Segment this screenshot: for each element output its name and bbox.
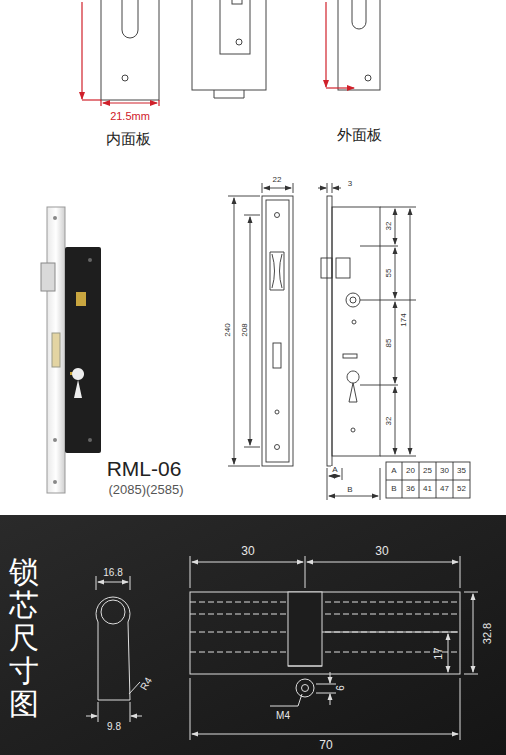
table-cell: 36 xyxy=(406,485,415,493)
dimension-label: 17 xyxy=(433,647,444,659)
dimension-label: A xyxy=(331,466,338,474)
dimension-label: 32.8 xyxy=(482,622,493,643)
dimension-label: 3 xyxy=(348,180,352,188)
dimension-label: 16.8 xyxy=(103,568,122,578)
dimension-label: 22 xyxy=(273,176,282,184)
panel-label: 内面板 xyxy=(106,131,151,146)
dimension-label: 32 xyxy=(385,416,393,427)
model-code: (2085)(2585) xyxy=(108,483,183,496)
table-cell: 20 xyxy=(406,467,415,475)
vertical-title: 锁芯尺寸图 xyxy=(9,555,39,720)
dimension-label: B xyxy=(346,486,353,494)
dimension-label: 240 xyxy=(224,322,232,337)
dimension-label: M4 xyxy=(276,711,290,721)
dimension-label: 30 xyxy=(375,545,388,557)
model-name: RML-06 xyxy=(107,458,182,479)
dimension-label: 70 xyxy=(318,739,333,751)
dimension-label: 174 xyxy=(400,312,408,327)
table-cell: B xyxy=(391,485,396,493)
table-cell: A xyxy=(391,467,396,475)
dimension-label: 85 xyxy=(385,338,393,349)
table-cell: 30 xyxy=(440,467,449,475)
dimension-label: 9.8 xyxy=(107,722,121,732)
dimension-label: 55 xyxy=(385,268,393,279)
table-cell: 35 xyxy=(457,467,466,475)
table-cell: 25 xyxy=(423,467,432,475)
panel-label: 外面板 xyxy=(337,127,382,142)
dimension-label: 208 xyxy=(241,322,249,337)
table-cell: 41 xyxy=(423,485,432,493)
dimension-label: 30 xyxy=(241,545,254,557)
dimension-label: 21.5mm xyxy=(110,111,150,122)
table-cell: 52 xyxy=(457,485,466,493)
table-cell: 47 xyxy=(440,485,449,493)
dimension-label: 6 xyxy=(336,685,346,691)
dimension-label: 32 xyxy=(385,221,393,232)
